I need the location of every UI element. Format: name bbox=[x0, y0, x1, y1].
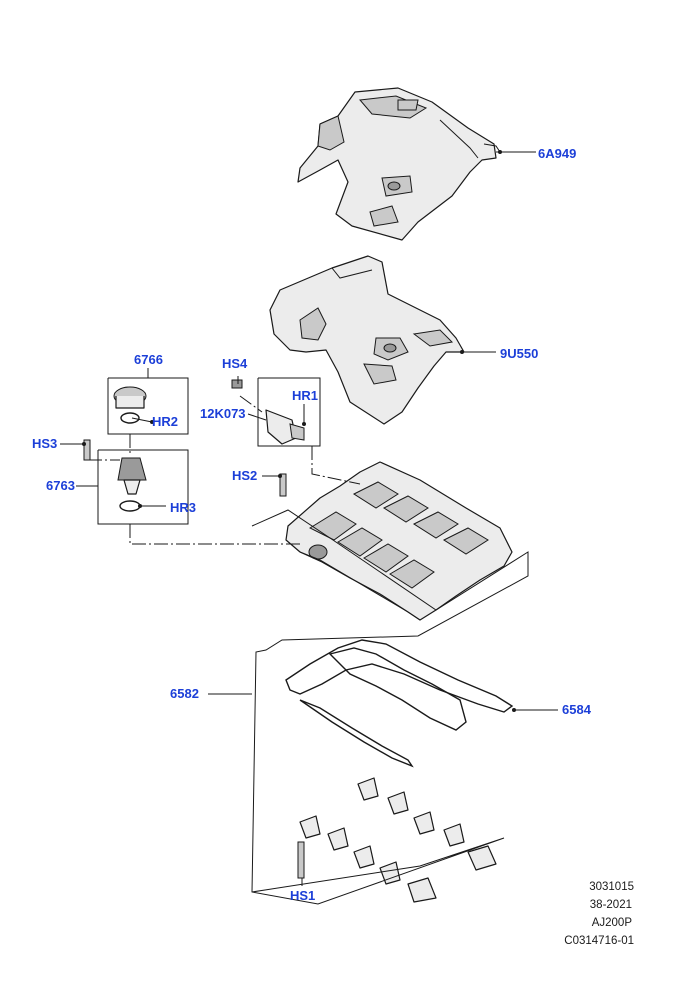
callout-12k073: 12K073 bbox=[200, 406, 246, 421]
sensor-12k073 bbox=[231, 379, 305, 497]
callout-hs4: HS4 bbox=[222, 356, 248, 371]
camshaft-cover bbox=[285, 461, 513, 621]
bearing-caps bbox=[297, 777, 497, 903]
callout-hs2: HS2 bbox=[232, 468, 257, 483]
oil-filler-parts bbox=[83, 386, 147, 512]
reference-block: 3031015 38-2021 AJ200P C0314716-01 bbox=[564, 881, 634, 947]
callout-9u550: 9U550 bbox=[500, 346, 538, 361]
leader-dots bbox=[82, 150, 516, 712]
callout-6766: 6766 bbox=[134, 352, 163, 367]
callout-hs3: HS3 bbox=[32, 436, 57, 451]
engine-cover-lower bbox=[269, 255, 465, 425]
assembly-axis-lines bbox=[88, 395, 361, 545]
engine-cover-upper bbox=[297, 87, 501, 241]
ref-line-4: C0314716-01 bbox=[564, 935, 634, 947]
ref-line-1: 3031015 bbox=[589, 881, 634, 893]
ref-line-2: 38-2021 bbox=[590, 899, 632, 911]
leader-lines bbox=[60, 151, 558, 886]
callout-6584: 6584 bbox=[562, 702, 592, 717]
callout-6a949: 6A949 bbox=[538, 146, 576, 161]
box-6582 bbox=[251, 509, 529, 905]
ref-line-3: AJ200P bbox=[592, 917, 633, 929]
callout-hr2: HR2 bbox=[152, 414, 178, 429]
callout-hr1: HR1 bbox=[292, 388, 318, 403]
callout-6763: 6763 bbox=[46, 478, 75, 493]
callout-hr3: HR3 bbox=[170, 500, 196, 515]
box-6763 bbox=[97, 449, 189, 525]
callout-hs1: HS1 bbox=[290, 888, 315, 903]
box-12k073 bbox=[257, 377, 321, 447]
box-6766 bbox=[107, 377, 189, 435]
callout-6582: 6582 bbox=[170, 686, 199, 701]
cam-cover-gasket bbox=[285, 639, 514, 768]
